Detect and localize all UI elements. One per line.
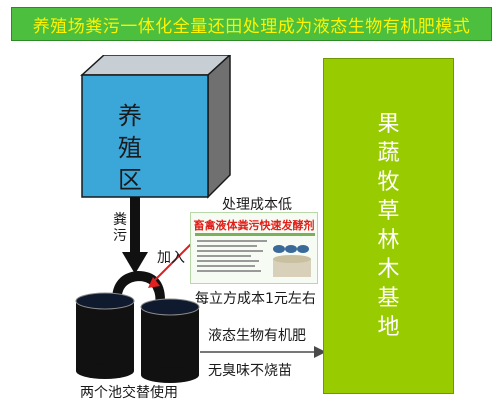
destination-char-8: 地: [377, 315, 400, 340]
tank-left: [75, 292, 135, 379]
destination-char-1: 果: [377, 112, 400, 137]
source-label-char-3: 区: [118, 166, 142, 194]
destination-box: 果 蔬 牧 草 林 木 基 地: [323, 58, 454, 394]
waste-label-char-2: 污: [113, 228, 127, 244]
diagram-title: 养殖场粪污一体化全量还田处理成为液态生物有机肥模式: [11, 7, 492, 41]
destination-char-2: 蔬: [377, 141, 400, 166]
waste-label-char-1: 粪: [113, 212, 127, 228]
product-image: 畜禽液体粪污快速发酵剂: [190, 212, 318, 284]
tanks-label: 两个池交替使用: [80, 385, 178, 401]
add-arrow-line: [151, 239, 196, 284]
output-label-line1: 液态生物有机肥: [208, 328, 306, 344]
destination-char-7: 基: [377, 286, 400, 311]
tank-connector: [112, 270, 165, 301]
waste-down-arrow-shaft: [130, 197, 140, 254]
destination-char-6: 木: [377, 257, 400, 282]
source-label-char-1: 养: [118, 102, 142, 130]
output-label-line2: 无臭味不烧苗: [208, 363, 292, 379]
output-arrow-head: [314, 346, 326, 358]
product-name: 畜禽液体粪污快速发酵剂: [193, 219, 315, 232]
waste-label: 粪 污: [113, 212, 127, 244]
add-arrow-head: [148, 277, 160, 288]
tank-connector-highlight: [121, 281, 156, 301]
waste-down-arrow-head: [122, 252, 148, 274]
destination-char-3: 牧: [377, 170, 400, 195]
add-label: 加入: [157, 250, 185, 266]
product-caption-top: 处理成本低: [222, 197, 292, 213]
destination-char-4: 草: [377, 199, 400, 224]
source-label-char-2: 殖: [118, 134, 142, 162]
product-image-detail: [195, 233, 315, 277]
destination-char-5: 林: [377, 228, 400, 253]
farm-cube: [80, 55, 232, 199]
tank-right: [140, 298, 200, 383]
product-caption-bottom: 每立方成本1元左右: [195, 291, 316, 307]
